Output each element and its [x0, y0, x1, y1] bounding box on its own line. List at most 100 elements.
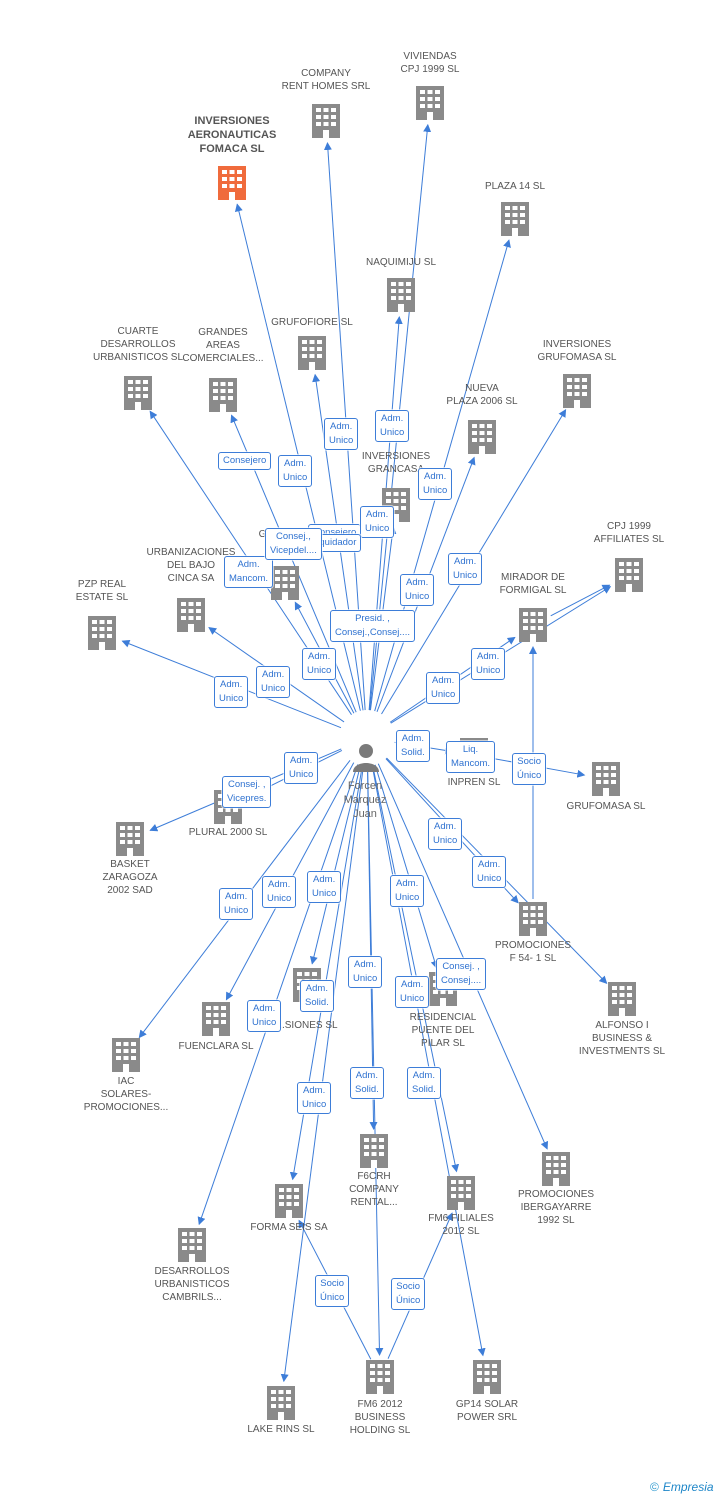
- building-icon[interactable]: [275, 1184, 303, 1218]
- building-icon[interactable]: [416, 86, 444, 120]
- footer-brand[interactable]: ©Empresia: [650, 1480, 714, 1494]
- company-viviendas-label[interactable]: VIVIENDAS CPJ 1999 SL: [400, 51, 460, 75]
- building-icon[interactable]: [519, 902, 547, 936]
- relation-label: Adm. Unico: [471, 648, 506, 680]
- relation-label: Consej., Vicepdel....: [265, 528, 322, 560]
- edge-c-gp14: [371, 765, 486, 1357]
- company-fm6-filiales-label[interactable]: FM6 FILIALES 2012 SL: [428, 1213, 494, 1237]
- building-icon[interactable]: [116, 822, 144, 856]
- building-icon[interactable]: [209, 378, 237, 412]
- building-icon[interactable]: [202, 1002, 230, 1036]
- relation-label: Adm. Unico: [256, 666, 291, 698]
- edge-c-promo-ibergayarre: [377, 763, 549, 1150]
- building-icon[interactable]: [360, 1134, 388, 1168]
- company-cpj-aff-label[interactable]: CPJ 1999 AFFILIATES SL: [593, 521, 665, 545]
- building-icon[interactable]: [88, 616, 116, 650]
- company-basket-label[interactable]: BASKET ZARAGOZA 2002 SAD: [102, 859, 158, 896]
- company-promo-ibergayarre-label[interactable]: PROMOCIONES IBERGAYARRE 1992 SL: [517, 1189, 595, 1226]
- person-icon[interactable]: [351, 742, 381, 772]
- company-forma-seis-label[interactable]: FORMA SEIS SA: [250, 1222, 328, 1233]
- relation-label: Adm. Unico: [297, 1082, 332, 1114]
- relation-label: Adm. Unico: [262, 876, 297, 908]
- relation-label: Adm. Mancom.: [224, 556, 274, 588]
- building-icon[interactable]: [387, 278, 415, 312]
- building-icon[interactable]: [468, 420, 496, 454]
- relation-label: Consej. , Vicepres.: [222, 776, 272, 808]
- company-inv-aero-label[interactable]: INVERSIONES AERONAUTICAS FOMACA SL: [187, 115, 277, 155]
- relation-label: Adm. Unico: [395, 976, 430, 1008]
- person-name[interactable]: Forcen Marquez Juan: [343, 780, 387, 820]
- relation-label: Adm. Unico: [247, 1000, 282, 1032]
- edge-c-fm6-2012: [367, 765, 384, 1357]
- relation-label: Socio Único: [512, 753, 547, 785]
- building-icon[interactable]: [615, 558, 643, 592]
- company-iac-label[interactable]: IAC SOLARES- PROMOCIONES...: [83, 1076, 169, 1113]
- company-fuenclara-label[interactable]: FUENCLARA SL: [178, 1041, 254, 1052]
- relation-label: Adm. Solid.: [407, 1067, 441, 1099]
- relation-label: Adm. Solid.: [350, 1067, 384, 1099]
- building-icon[interactable]: [501, 202, 529, 236]
- building-icon[interactable]: [366, 1360, 394, 1394]
- company-inpren-label[interactable]: INPREN SL: [447, 777, 501, 788]
- building-icon[interactable]: [592, 762, 620, 796]
- building-icon[interactable]: [563, 374, 591, 408]
- relation-label: Adm. Unico: [284, 752, 319, 784]
- building-icon[interactable]: [218, 166, 246, 200]
- company-inv-grufomasa-label[interactable]: INVERSIONES GRUFOMASA SL: [537, 339, 617, 363]
- company-alfonso-label[interactable]: ALFONSO I BUSINESS & INVESTMENTS SL: [578, 1020, 666, 1057]
- relation-label: Adm. Unico: [214, 676, 249, 708]
- company-nueva-plaza-label[interactable]: NUEVA PLAZA 2006 SL: [446, 383, 518, 407]
- company-plural-label[interactable]: PLURAL 2000 SL: [188, 827, 268, 838]
- relation-label: Socio Único: [391, 1278, 426, 1310]
- company-urb-bajo-label[interactable]: URBANIZACIONES DEL BAJO CINCA SA: [146, 547, 236, 584]
- edge-c-lake-rins: [280, 765, 364, 1383]
- relation-label: Adm. Unico: [400, 574, 435, 606]
- company-inv-grancasa-label[interactable]: INVERSIONES GRANCASA: [361, 451, 431, 475]
- company-fm6-2012-label[interactable]: FM6 2012 BUSINESS HOLDING SL: [349, 1399, 411, 1436]
- company-mirador-label[interactable]: MIRADOR DE FORMIGAL SL: [499, 572, 567, 596]
- company-pzp-label[interactable]: PZP REAL ESTATE SL: [75, 579, 129, 603]
- company-lake-rins-label[interactable]: LAKE RINS SL: [247, 1424, 315, 1435]
- company-promo-f54-label[interactable]: PROMOCIONES F 54- 1 SL: [494, 940, 572, 964]
- building-icon[interactable]: [267, 1386, 295, 1420]
- company-grufofiore-label[interactable]: GRUFOFIORE SL: [271, 317, 353, 328]
- company-cuarte-label[interactable]: CUARTE DESARROLLOS URBANISTICOS SL: [92, 326, 184, 363]
- company-grandes-label[interactable]: GRANDES AREAS COMERCIALES...: [182, 327, 264, 364]
- company-naquimiju-label[interactable]: NAQUIMIJU SL: [365, 257, 437, 268]
- company-desarrollos-cambrils-label[interactable]: DESARROLLOS URBANISTICOS CAMBRILS...: [154, 1266, 230, 1303]
- company-gp14-label[interactable]: GP14 SOLAR POWER SRL: [455, 1399, 519, 1423]
- relation-label: Adm. Solid.: [300, 980, 334, 1012]
- company-residencial-label[interactable]: RESIDENCIAL PUENTE DEL PILAR SL: [409, 1012, 477, 1049]
- relation-label: Socio Único: [315, 1275, 350, 1307]
- edge-c-residencial: [374, 764, 439, 969]
- edge-mirador-cpj-aff: [550, 584, 611, 617]
- relation-label: Adm. Unico: [307, 871, 342, 903]
- relation-label: Adm. Unico: [348, 956, 383, 988]
- building-icon[interactable]: [178, 1228, 206, 1262]
- relation-label: Adm. Unico: [448, 553, 483, 585]
- relation-label: Liq. Mancom.: [446, 741, 496, 773]
- building-icon[interactable]: [177, 598, 205, 632]
- relation-label: Adm. Unico: [426, 672, 461, 704]
- building-icon[interactable]: [124, 376, 152, 410]
- relation-label: Adm. Unico: [390, 875, 425, 907]
- relation-label: Adm. Unico: [324, 418, 359, 450]
- company-promociones-sl-label[interactable]: ...SIONES SL: [276, 1020, 338, 1031]
- company-f6crh-label[interactable]: F6CRH COMPANY RENTAL...: [349, 1171, 399, 1208]
- edge-c-desarrollos-cambrils: [197, 764, 359, 1226]
- company-company-rent-label[interactable]: COMPANY RENT HOMES SRL: [281, 68, 371, 92]
- building-icon[interactable]: [271, 566, 299, 600]
- building-icon[interactable]: [542, 1152, 570, 1186]
- building-icon[interactable]: [608, 982, 636, 1016]
- relation-label: Consejero: [218, 452, 272, 470]
- company-plaza14-label[interactable]: PLAZA 14 SL: [484, 181, 546, 192]
- building-icon[interactable]: [312, 104, 340, 138]
- building-icon[interactable]: [447, 1176, 475, 1210]
- relation-label: Adm. Unico: [472, 856, 507, 888]
- building-icon[interactable]: [298, 336, 326, 370]
- relation-label: Adm. Unico: [360, 506, 395, 538]
- building-icon[interactable]: [112, 1038, 140, 1072]
- building-icon[interactable]: [473, 1360, 501, 1394]
- company-grufomasa-label[interactable]: GRUFOMASA SL: [566, 801, 646, 812]
- building-icon[interactable]: [519, 608, 547, 642]
